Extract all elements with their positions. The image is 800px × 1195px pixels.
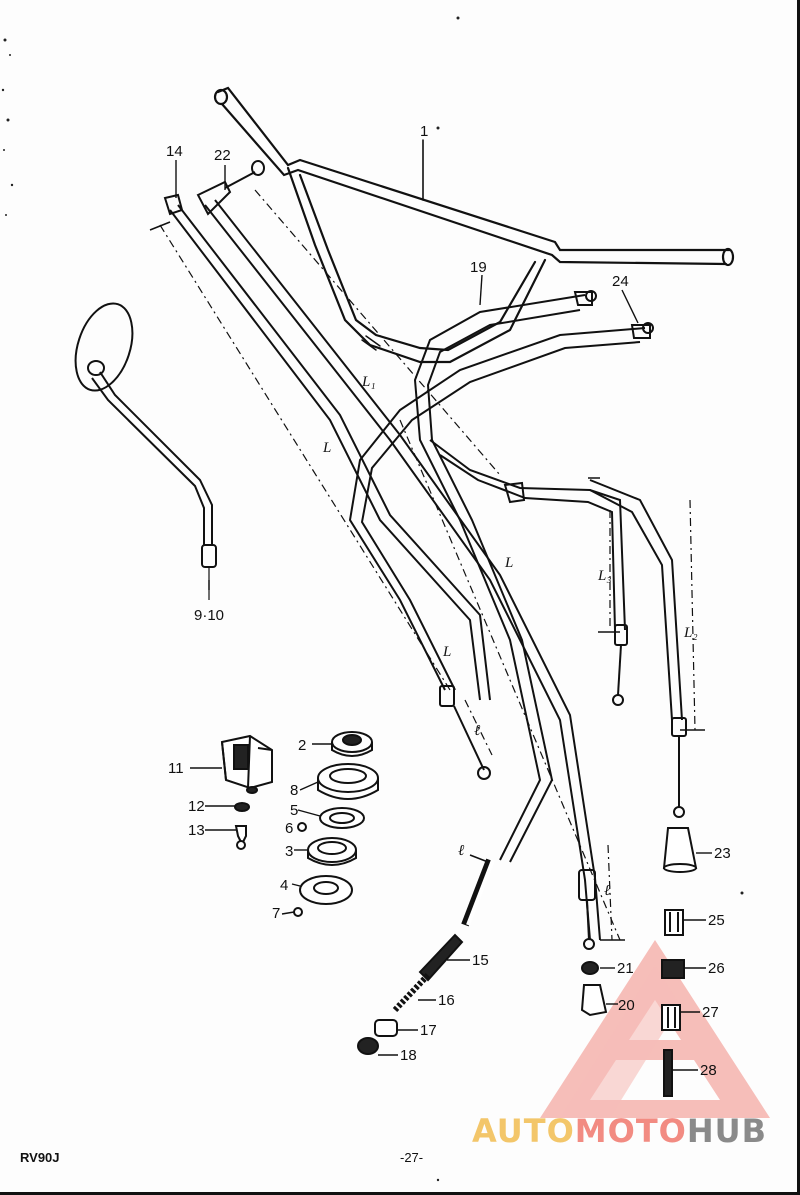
label-part-19: 19: [470, 259, 487, 276]
watermark-logo: [540, 940, 770, 1118]
label-part-23: 23: [714, 845, 731, 862]
label-part-18: 18: [400, 1047, 417, 1064]
label-part-5: 5: [290, 802, 298, 819]
label-part-28: 28: [700, 1062, 717, 1079]
label-part-7: 7: [272, 905, 280, 922]
label-part-25: 25: [708, 912, 725, 929]
dim-label-l-3: ℓ: [604, 883, 610, 899]
label-part-24: 24: [612, 273, 629, 290]
label-part-1: 1: [420, 123, 428, 140]
handlebar: [213, 86, 735, 364]
label-part-16: 16: [438, 992, 455, 1009]
mirror: [74, 302, 217, 600]
label-part-27: 27: [702, 1004, 719, 1021]
dimension-lines: [159, 189, 696, 941]
dim-label-l-1: ℓ: [474, 723, 480, 739]
dim-label-l-2: ℓ: [458, 843, 464, 859]
label-part-13: 13: [188, 822, 205, 839]
label-part-9-10: 9·10: [194, 607, 224, 624]
label-part-2: 2: [298, 737, 306, 754]
bolts: [234, 802, 250, 850]
label-part-6: 6: [285, 820, 293, 837]
watermark-part-hub: HUB: [686, 1112, 768, 1150]
watermark-text: AUTOMOTOHUB: [472, 1112, 767, 1150]
page-number: -27-: [400, 1150, 424, 1165]
dim-label-L1: L₁: [361, 374, 376, 390]
label-part-22: 22: [214, 147, 231, 164]
label-part-8: 8: [290, 782, 298, 799]
dim-label-L2: L₂: [683, 625, 698, 641]
bearing-stack: [293, 731, 379, 917]
label-part-12: 12: [188, 798, 205, 815]
part-labels: 1 2 3 4 5 6 7 8 9·10 11 12 13 14 15 16 1…: [166, 123, 731, 1079]
label-part-3: 3: [285, 843, 293, 860]
leader-lines: [175, 160, 712, 1071]
label-part-11: 11: [168, 760, 184, 777]
dim-label-L3: L₃: [597, 568, 612, 584]
dim-label-L-3: L: [442, 644, 451, 660]
model-code: RV90J: [20, 1150, 60, 1165]
watermark-part-auto: AUTO: [472, 1112, 575, 1150]
label-part-17: 17: [420, 1022, 437, 1039]
cables: [163, 160, 687, 950]
label-part-4: 4: [280, 877, 288, 894]
label-part-26: 26: [708, 960, 725, 977]
label-part-14: 14: [166, 143, 183, 160]
label-part-20: 20: [618, 997, 635, 1014]
right-small-parts: [580, 827, 698, 1097]
spring-parts: [357, 933, 464, 1055]
dimension-ticks: [149, 221, 705, 941]
watermark-part-moto: MOTO: [574, 1112, 687, 1150]
dim-label-L-2: L: [504, 555, 513, 571]
switch-housing: [220, 734, 273, 794]
label-part-15: 15: [472, 952, 489, 969]
dimension-labels: L L₁ L L L₃ L₂ ℓ ℓ ℓ: [322, 374, 698, 899]
scan-specks: [1, 16, 744, 1182]
dim-label-L-1: L: [322, 440, 331, 456]
label-part-21: 21: [617, 960, 634, 977]
